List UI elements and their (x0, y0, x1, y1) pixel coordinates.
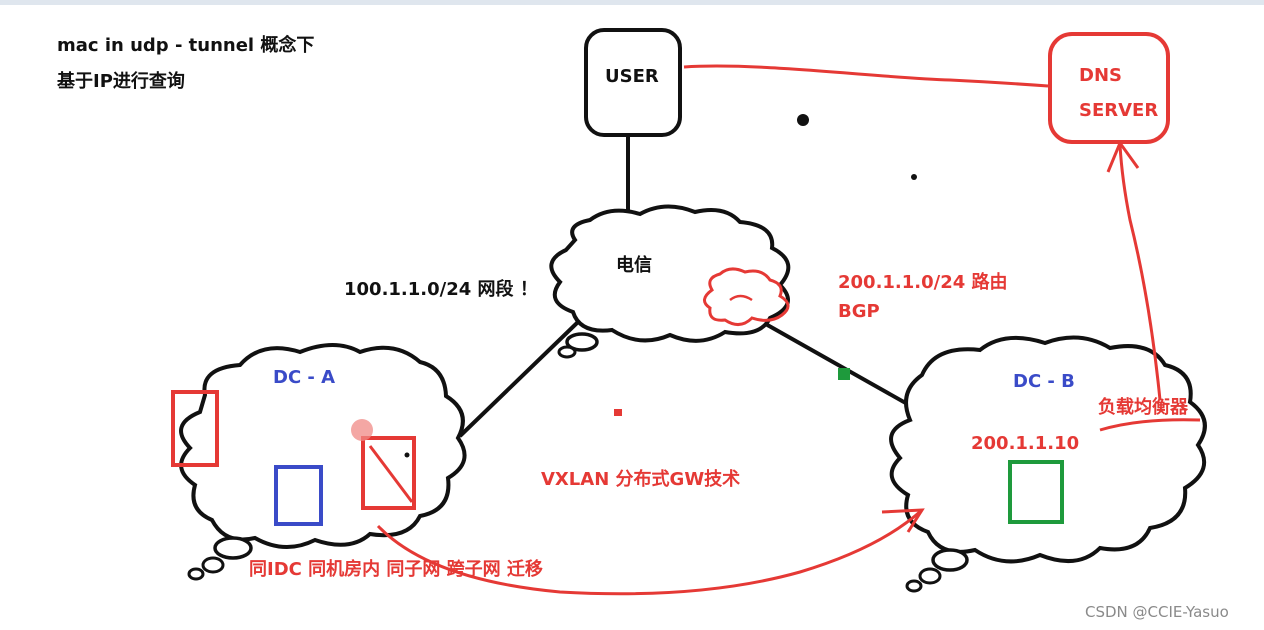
lb-dns-arrow (1118, 144, 1162, 401)
cloud-bubble (213, 536, 253, 560)
cloud-bubble (557, 345, 577, 359)
dns-label-line-2: SERVER (1079, 100, 1159, 121)
ink-dot (911, 174, 917, 180)
cloud-bubble (201, 556, 225, 574)
ink-dot (797, 114, 809, 126)
migration-label: 同IDC 同机房内 同子网 跨子网 迁移 (249, 559, 543, 580)
cloud-bubble (918, 567, 942, 585)
cloud-bubble (187, 567, 205, 581)
dc-a-label: DC - A (273, 367, 336, 388)
watermark: CSDN @CCIE-Yasuo (1085, 603, 1229, 621)
telecom-dca-link (458, 320, 580, 438)
cloud-bubble (905, 579, 923, 593)
user-box (584, 28, 682, 137)
load-balancer-label: 负载均衡器 (1098, 397, 1188, 418)
user-dns-link (683, 64, 1049, 88)
note-line-2: 基于IP进行查询 (57, 71, 185, 92)
vxlan-label: VXLAN 分布式GW技术 (541, 469, 741, 490)
bgp-route-cloud (703, 267, 790, 326)
cloud-bubble (931, 548, 969, 572)
dc-b-label: DC - B (1013, 371, 1075, 392)
migration-arrow (376, 508, 924, 596)
marker-red (614, 409, 622, 416)
telecom-cloud (549, 204, 791, 343)
route-b-label-line-2: BGP (838, 301, 880, 322)
dns-label-line-1: DNS (1079, 65, 1122, 86)
note-line-1: mac in udp - tunnel 概念下 (57, 35, 315, 56)
marker-green (838, 368, 850, 380)
route-b-label-line-1: 200.1.1.0/24 路由 (838, 272, 1008, 293)
dc-a-host-blue (274, 465, 323, 526)
dc-b-ip-label: 200.1.1.10 (971, 433, 1080, 454)
top-border (0, 0, 1264, 5)
cursor-highlight (351, 419, 373, 441)
dc-a-cloud (179, 343, 467, 550)
telecom-dcb-link (754, 316, 919, 412)
dc-a-host-red-right (361, 436, 416, 510)
dc-b-host-green (1008, 460, 1064, 524)
dc-a-host-red-left (171, 390, 219, 467)
telecom-label: 电信 (616, 255, 652, 276)
dc-b-cloud (889, 335, 1207, 564)
cloud-bubble (565, 332, 599, 352)
dns-server-box (1048, 32, 1170, 144)
subnet-a-label: 100.1.1.0/24 网段 ！ (344, 279, 538, 300)
user-label: USER (605, 66, 659, 87)
